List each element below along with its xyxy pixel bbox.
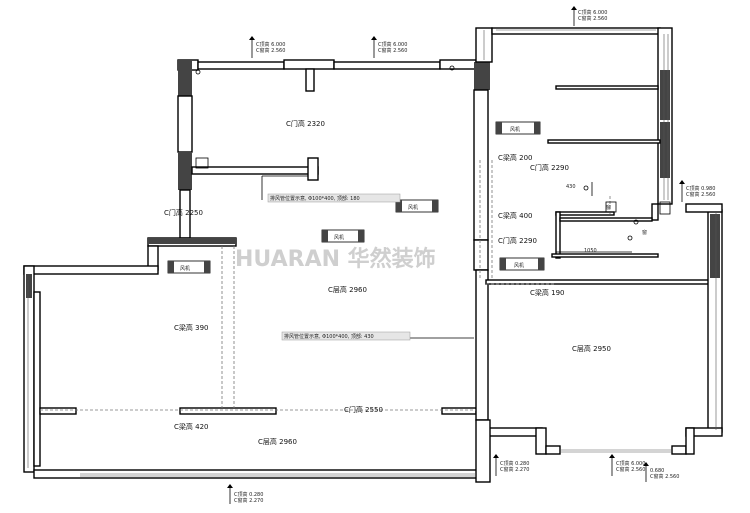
level-top-right-a: C顶高 6.000 <box>578 9 607 16</box>
beam-400-label: C梁高 400 <box>498 211 532 220</box>
wind-unit-4-label: 风机 <box>510 126 520 133</box>
wind-unit-3-label: 风机 <box>408 204 418 211</box>
watermark: HUARAN 华然装饰 <box>235 246 436 272</box>
pipe-note-top: 排风管位置示意, Φ100*400, 顶部: 180 <box>267 193 401 203</box>
wind-unit-4: 风机 <box>495 121 541 135</box>
door-550-label: C门高 2550 <box>344 405 383 414</box>
door-290-b-label: C门高 2290 <box>498 236 537 245</box>
ceiling-960-center-label: C层高 2960 <box>328 285 367 294</box>
beam-420-label: C梁高 420 <box>174 422 208 431</box>
height-labels: C门高 2320 C门高 2250 C层高 2960 C梁高 390 C梁高 4… <box>164 119 611 446</box>
level-marker-top-mid: C顶高 6.000 C窗高 2.560 <box>371 36 407 58</box>
detail-lines <box>195 65 671 339</box>
level-marker-bottom-mid: C顶高 0.280 C窗高 2.270 <box>493 454 529 476</box>
level-marker-bottom-far-right: 0.680 C窗高 2.560 <box>643 462 679 482</box>
level-top-left-a: C顶高 6.000 <box>256 41 285 48</box>
level-bottom-right-b: C窗高 2.560 <box>616 466 645 473</box>
level-bottom-far-right-d: C窗高 2.560 <box>650 473 679 480</box>
level-top-mid-b: C窗高 2.560 <box>378 47 407 54</box>
beam-190-label: C梁高 190 <box>530 288 564 297</box>
level-marker-bottom-left: C顶高 0.280 C窗高 2.270 <box>227 484 263 504</box>
window-lines <box>27 29 717 477</box>
level-top-left-b: C窗高 2.560 <box>256 47 285 54</box>
level-top-right-b: C窗高 2.560 <box>578 15 607 22</box>
dimension-marks: 430 1050 窗 窗 <box>566 184 647 254</box>
wind-unit-1: 风机 <box>321 229 365 243</box>
wind-unit-5: 风机 <box>499 257 545 271</box>
beam-200-label: C梁高 200 <box>498 153 532 162</box>
wind-unit-1-label: 风机 <box>334 234 344 241</box>
dashed-lines <box>40 160 611 411</box>
dim-1050: 1050 <box>584 248 597 254</box>
wind-unit-2-label: 风机 <box>180 265 190 272</box>
level-marker-bottom-right: C顶高 6.000 C窗高 2.560 <box>609 454 645 476</box>
pipe-note-mid-text: 排风管位置示意, Φ100*400, 顶部: 430 <box>284 333 374 340</box>
level-marker-right: C顶高 0.980 C窗高 2.560 <box>679 180 715 202</box>
level-bottom-far-right-c: 0.680 <box>650 468 664 474</box>
level-right-b: C窗高 2.560 <box>686 191 715 198</box>
level-bottom-mid-b: C窗高 2.270 <box>500 466 529 473</box>
ceiling-950-right-label: C层高 2950 <box>572 344 611 353</box>
level-bottom-left-a: C顶高 0.280 <box>234 491 263 498</box>
ceiling-960-bottom-label: C层高 2960 <box>258 437 297 446</box>
door-320-label: C门高 2320 <box>286 119 325 128</box>
dim-430: 430 <box>566 184 576 190</box>
level-bottom-left-b: C窗高 2.270 <box>234 497 263 504</box>
dim-side-b: 窗 <box>642 229 647 236</box>
level-marker-top-left: C顶高 6.000 C窗高 2.560 <box>249 36 285 58</box>
level-right-a: C顶高 0.980 <box>686 185 715 192</box>
wind-unit-2: 风机 <box>167 260 211 274</box>
dim-side-a: 窗 <box>606 204 611 211</box>
level-bottom-right-a: C顶高 6.000 <box>616 460 645 467</box>
beam-390-label: C梁高 390 <box>174 323 208 332</box>
level-top-mid-a: C顶高 6.000 <box>378 41 407 48</box>
wind-unit-3: 风机 <box>395 199 439 213</box>
level-bottom-mid-a: C顶高 0.280 <box>500 460 529 467</box>
right-block-walls <box>475 27 723 483</box>
door-290-a-label: C门高 2290 <box>530 163 569 172</box>
pipe-note-mid: 排风管位置示意, Φ100*400, 顶部: 430 <box>281 331 411 341</box>
level-marker-top-right: C顶高 6.000 C窗高 2.560 <box>571 6 607 26</box>
pipe-note-top-text: 排风管位置示意, Φ100*400, 顶部: 180 <box>270 195 360 202</box>
door-250-label: C门高 2250 <box>164 208 203 217</box>
wind-unit-5-label: 风机 <box>514 262 524 269</box>
